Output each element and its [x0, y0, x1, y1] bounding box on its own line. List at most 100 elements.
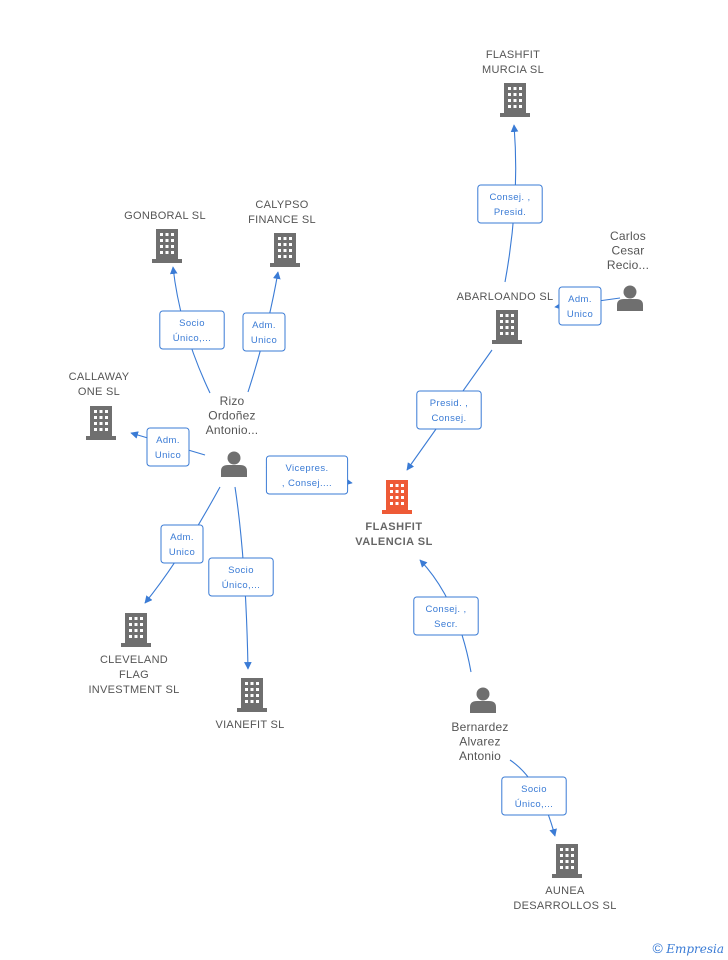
- building-icon: [552, 844, 582, 878]
- brand-logo: © Empresia: [653, 940, 724, 956]
- edge-label-box: [413, 596, 479, 636]
- edge-label-abarloando-to-flashfit-valencia[interactable]: Presid. , Consej.: [416, 390, 482, 430]
- node-label: DESARROLLOS SL: [513, 900, 616, 912]
- edge-label-box: [160, 524, 204, 564]
- node-calypso[interactable]: CALYPSO FINANCE SL: [248, 199, 316, 267]
- copyright-icon: ©: [652, 940, 663, 956]
- nodes-layer: FLASHFIT VALENCIA SL FLASHFIT MURCIA SL ABAR…: [69, 49, 649, 912]
- node-label: Antonio: [459, 749, 501, 763]
- edge-label-text: Socio: [521, 784, 547, 795]
- building-icon: [86, 406, 116, 440]
- person-icon: [221, 451, 247, 477]
- node-label: Cesar: [611, 244, 644, 258]
- edge-label-box: [146, 427, 190, 467]
- node-abarloando[interactable]: ABARLOANDO SL: [457, 291, 554, 344]
- edge-label-box: [208, 557, 274, 597]
- node-aunea[interactable]: AUNEA DESARROLLOS SL: [513, 844, 616, 912]
- person-icon: [617, 285, 643, 311]
- edge-label-text: Unico: [155, 450, 181, 461]
- node-label: FLAG: [119, 669, 149, 681]
- edge-label-text: Adm.: [568, 294, 592, 305]
- node-label: Alvarez: [459, 735, 500, 749]
- edge-label-rizo-to-flashfit-valencia[interactable]: Vicepres. , Consej....: [265, 455, 349, 495]
- edge-label-box: [501, 776, 567, 816]
- edge-label-text: Único,...: [173, 333, 211, 344]
- edge-label-bernardez-to-flashfit-valencia[interactable]: Consej. , Secr.: [413, 596, 479, 636]
- node-label: Recio...: [607, 258, 649, 272]
- edge-label-box: [477, 184, 543, 224]
- node-label: FLASHFIT: [365, 521, 422, 533]
- edge-label-text: Único,...: [515, 799, 553, 810]
- edge-label-text: Vicepres.: [285, 463, 328, 474]
- node-label: CALYPSO: [255, 199, 308, 211]
- node-callaway[interactable]: CALLAWAY ONE SL: [69, 371, 130, 440]
- node-carlos[interactable]: CarlosCesarRecio...: [607, 229, 649, 311]
- person-icon: [470, 687, 496, 713]
- node-label: CALLAWAY: [69, 371, 130, 383]
- edge-label-box: [242, 312, 286, 352]
- node-gonboral[interactable]: GONBORAL SL: [124, 210, 206, 263]
- edge-label-text: Consej. ,: [425, 604, 466, 615]
- node-label: GONBORAL SL: [124, 210, 206, 222]
- node-rizo[interactable]: RizoOrdoñezAntonio...: [206, 394, 259, 477]
- node-label: Carlos: [610, 229, 646, 243]
- building-icon: [237, 678, 267, 712]
- node-vianefit[interactable]: VIANEFIT SL: [215, 678, 284, 731]
- edge-label-rizo-to-vianefit[interactable]: SocioÚnico,...: [208, 557, 274, 597]
- node-label: MURCIA SL: [482, 64, 544, 76]
- edge-label-rizo-to-gonboral[interactable]: SocioÚnico,...: [159, 310, 225, 350]
- edge-label-text: Único,...: [222, 580, 260, 591]
- node-label: Bernardez: [451, 720, 508, 734]
- edge-label-text: Unico: [169, 547, 195, 558]
- edge-label-rizo-to-calypso[interactable]: Adm. Unico: [242, 312, 286, 352]
- edge-label-bernardez-to-aunea[interactable]: SocioÚnico,...: [501, 776, 567, 816]
- edge-label-text: Consej. ,: [489, 192, 530, 203]
- edge-label-text: Consej.: [431, 413, 466, 424]
- node-label: FLASHFIT: [486, 49, 540, 61]
- edge-label-box: [416, 390, 482, 430]
- edge-label-text: Unico: [251, 335, 277, 346]
- edge-label-text: Adm.: [170, 532, 194, 543]
- edge-label-carlos-to-abarloando[interactable]: Adm. Unico: [558, 286, 602, 326]
- node-label: Ordoñez: [208, 409, 255, 423]
- node-cleveland[interactable]: CLEVELAND FLAG INVESTMENT SL: [88, 613, 179, 696]
- building-icon: [492, 310, 522, 344]
- building-icon: [270, 233, 300, 267]
- node-flashfit-valencia[interactable]: FLASHFIT VALENCIA SL: [355, 480, 433, 548]
- node-label: ABARLOANDO SL: [457, 291, 554, 303]
- edge-label-text: , Consej....: [282, 478, 332, 489]
- edge-label-text: Presid. ,: [430, 398, 468, 409]
- edge-label-abarloando-to-flashfit-murcia[interactable]: Consej. , Presid.: [477, 184, 543, 224]
- edge-label-text: Adm.: [252, 320, 276, 331]
- node-label: Antonio...: [206, 423, 259, 437]
- node-label: ONE SL: [78, 386, 120, 398]
- building-icon: [382, 480, 412, 514]
- building-icon: [152, 229, 182, 263]
- edge-label-text: Adm.: [156, 435, 180, 446]
- node-label: CLEVELAND: [100, 654, 168, 666]
- node-label: VIANEFIT SL: [215, 719, 284, 731]
- node-label: VALENCIA SL: [355, 536, 433, 548]
- node-label: AUNEA: [545, 885, 585, 897]
- edge-label-text: Presid.: [494, 207, 526, 218]
- edge-label-box: [265, 455, 349, 495]
- building-icon: [121, 613, 151, 647]
- edge-label-box: [558, 286, 602, 326]
- node-flashfit-murcia[interactable]: FLASHFIT MURCIA SL: [482, 49, 544, 117]
- brand-name: Empresia: [666, 942, 724, 956]
- edge-label-text: Socio: [179, 318, 205, 329]
- edge-label-text: Socio: [228, 565, 254, 576]
- node-label: INVESTMENT SL: [88, 684, 179, 696]
- edge-label-rizo-to-callaway[interactable]: Adm. Unico: [146, 427, 190, 467]
- node-label: Rizo: [220, 394, 245, 408]
- edge-label-box: [159, 310, 225, 350]
- edge-label-text: Secr.: [434, 619, 458, 630]
- edge-label-rizo-to-cleveland[interactable]: Adm. Unico: [160, 524, 204, 564]
- building-icon: [500, 83, 530, 117]
- edge-label-text: Unico: [567, 309, 593, 320]
- node-label: FINANCE SL: [248, 214, 316, 226]
- edges-layer: [130, 124, 621, 837]
